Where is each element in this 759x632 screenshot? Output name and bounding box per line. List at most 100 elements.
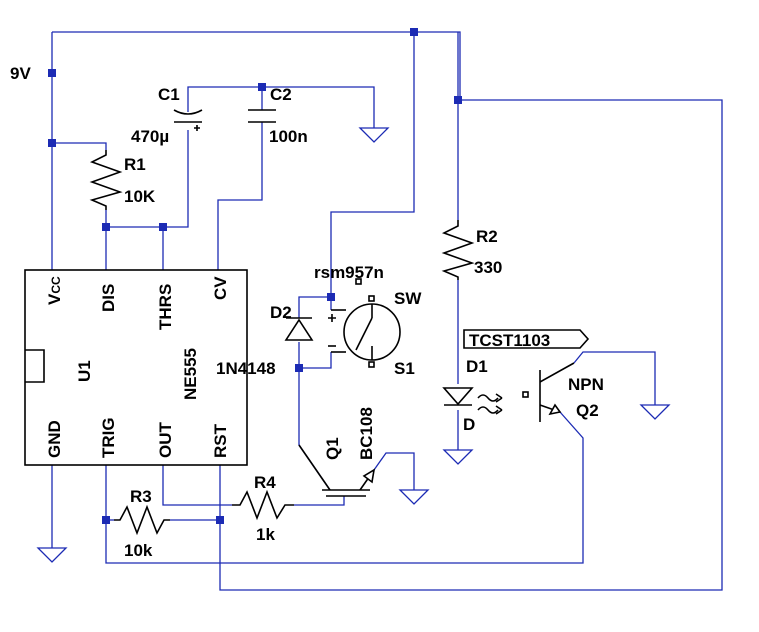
transistor-collector [298,444,331,491]
resistor-zigzag [232,489,294,521]
resistor-r2[interactable] [441,220,475,280]
wire-dis-thrs [106,130,189,228]
opto-name: TCST1103 [469,331,550,350]
emission-arrows [477,393,503,415]
r4-label: R4 [254,473,276,492]
resistor-r4[interactable] [232,489,294,521]
junction-r2 [454,96,462,104]
wire-q1-emitter [373,452,415,490]
ground-symbol [442,449,474,465]
chip-model: NE555 [181,348,200,400]
d2-value: 1N4148 [216,359,276,378]
wire-supply-rail [52,31,723,591]
wire-sw-minus [299,352,332,369]
pin-trig: TRIG [99,417,118,458]
ground-symbol [639,404,671,420]
phototransistor-q2[interactable] [522,362,575,422]
r1-value: 10K [124,187,156,206]
switch-s1[interactable] [328,278,401,368]
diode-d2[interactable] [284,317,314,341]
emitter-arrow [362,468,376,484]
pin-vcc: VCC [45,276,64,305]
r3-label: R3 [130,487,152,506]
pin-rst: RST [211,423,230,458]
resistor-zigzag [114,504,170,536]
wire-c2-cv [217,122,263,270]
pin-marker [522,391,529,398]
wire-q2-collector [573,351,656,405]
junction-d2-bottom [295,364,303,372]
emitter-arrow [548,403,562,416]
ground-symbol [358,127,390,143]
pin-gnd: GND [45,420,64,458]
s1-label: S1 [394,359,415,378]
pin-cv: CV [211,276,230,300]
c1-label: C1 [158,85,180,104]
junction-r1 [48,139,56,147]
pin-dis: DIS [99,284,118,312]
capacitor-c2[interactable] [248,109,276,123]
d1-value: D [463,415,475,434]
cap-plus-sign [194,125,200,131]
r1-label: R1 [124,155,146,174]
diode-triangle [284,318,314,341]
chip-designator: U1 [75,360,94,382]
opto-tag[interactable]: TCST1103 [463,329,590,350]
junction-d2-top [327,293,335,301]
capacitor-c1[interactable] [173,109,203,131]
junction-dis [102,223,110,231]
junction-thrs [159,223,167,231]
wire-r4-q1 [294,496,345,506]
c2-value: 100n [269,127,308,146]
junction-sw [410,28,418,36]
junction-9v [48,69,56,77]
s1-value: SW [394,289,422,308]
chip-notch [25,349,45,383]
q1-value: BC108 [357,407,376,460]
resistor-zigzag [441,220,475,280]
resistor-r1[interactable] [89,150,123,210]
supply-label: 9V [10,64,31,83]
r2-value: 330 [474,258,502,277]
junction-c2 [258,83,266,91]
c1-value: 470µ [131,127,169,146]
d1-label: D1 [466,357,488,376]
pin-marker [368,295,375,302]
wire-q2-emitter [105,411,584,564]
junction-rst [216,516,224,524]
resistor-r3[interactable] [114,504,170,536]
pin-marker [355,278,362,285]
wire-out-r4 [162,460,232,506]
sw-plus-sign [328,314,336,322]
junctions [48,28,462,524]
q2-value: NPN [568,375,604,394]
d2-label: D2 [270,303,292,322]
c2-label: C2 [270,85,292,104]
transistor-q1[interactable] [298,444,376,497]
pin-thrs: THRS [156,284,175,330]
q2-label: Q2 [576,401,599,420]
wire-caps-top [187,86,375,128]
s1-model: rsm957n [314,263,384,282]
ground-symbol [398,489,430,505]
wire-r1-top [52,142,107,150]
q1-label: Q1 [323,437,342,460]
switch-lever [355,317,373,351]
chip-body [24,269,248,466]
pin-marker [368,361,375,368]
junction-trig [102,516,110,524]
led-d1[interactable] [442,387,503,415]
net-label-flag [463,329,590,349]
diode-triangle [442,387,474,406]
r4-value: 1k [256,525,275,544]
ground-symbol [36,547,68,563]
resistor-zigzag [89,150,123,210]
grounds [36,127,671,563]
transistor-collector [539,362,575,383]
wire-sw-supply [298,32,415,318]
r3-value: 10k [124,541,153,560]
cap-plate-curved [173,109,203,115]
ne555-chip[interactable]: VCC DIS THRS CV GND TRIG OUT RST U1 NE55… [24,269,248,466]
r2-label: R2 [476,227,498,246]
